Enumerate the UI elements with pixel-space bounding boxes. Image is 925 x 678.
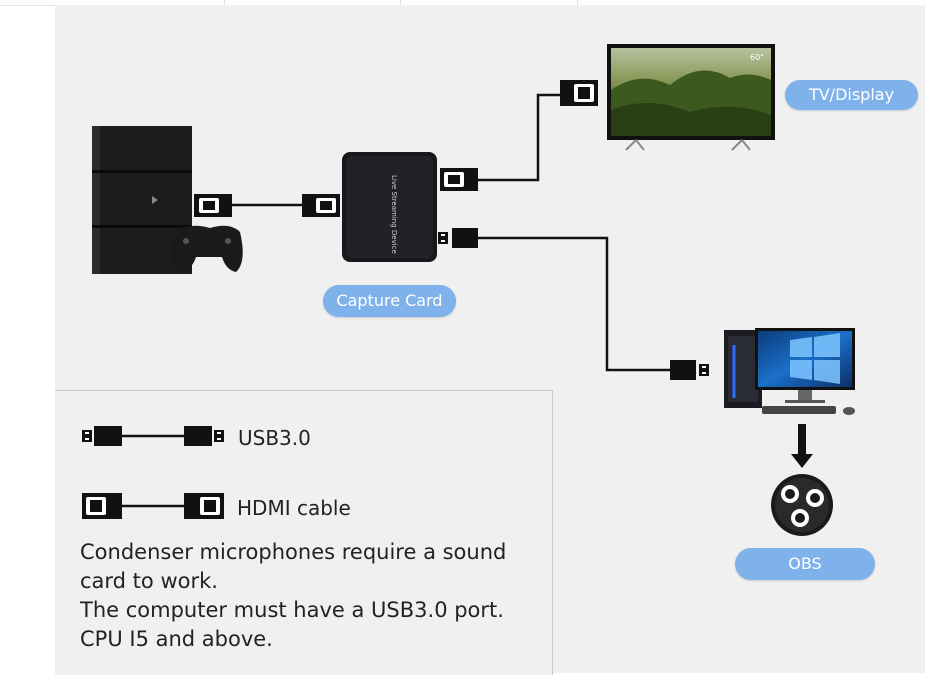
cables [232,93,672,372]
capture-card-label: Capture Card [323,285,456,317]
usb-cable-legend-icon [82,426,224,446]
usb-legend-label: USB3.0 [238,426,311,450]
obs-label: OBS [735,548,875,580]
gamepad-icon [172,225,243,272]
pc-tower-icon [724,330,762,408]
tab-separator [400,0,401,5]
hdmi-connector-icon [194,194,232,217]
hdmi-connector-icon [440,168,478,191]
console-icon [92,126,192,274]
monitor-icon [755,328,855,415]
hdmi-connector-icon [302,194,340,217]
tv-display-label: TV/Display [785,80,918,110]
tab-separator [224,0,225,5]
tv-icon: 60" [607,44,775,151]
tab-separator [577,0,578,5]
legend-symbols [82,426,224,519]
usb-connector-icon [670,360,709,380]
hdmi-cable-legend-icon [82,493,224,519]
note-line: The computer must have a USB3.0 port. [80,598,504,622]
hdmi-connector-icon [560,80,598,106]
obs-logo-icon [771,474,833,536]
note-line: Condenser microphones require a sound [80,540,507,564]
note-line: card to work. [80,569,218,593]
tv-size-label: 60" [750,53,764,62]
device-text: Live Streaming Device [390,175,398,254]
capture-card-icon: Live Streaming Device [342,152,437,262]
usb-connector-icon [438,228,478,248]
note-line: CPU I5 and above. [80,627,273,651]
arrow-down-icon [791,424,813,468]
legend-panel [55,390,553,675]
hdmi-legend-label: HDMI cable [237,496,351,520]
hdmi-cable-card-to-tv [478,93,560,182]
usb-cable-card-to-pc [478,236,672,372]
